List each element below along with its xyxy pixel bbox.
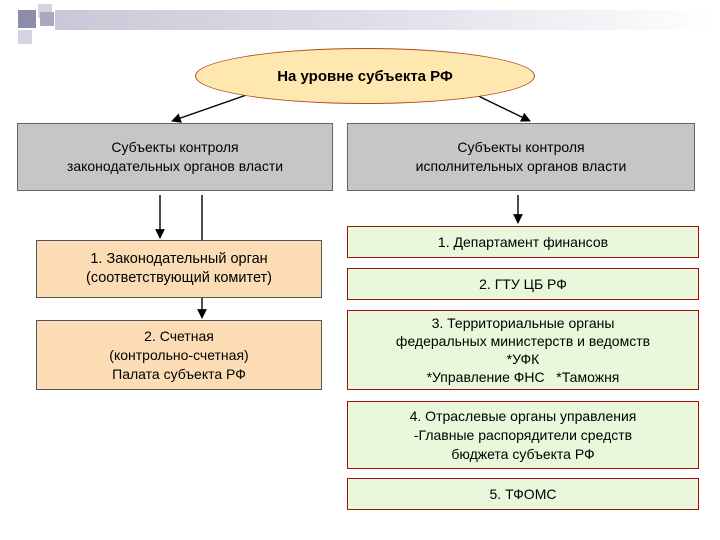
decor-top-bar <box>55 10 715 30</box>
legislative-item-line: (контрольно-счетная) <box>109 346 249 363</box>
executive-item-line: 3. Территориальные органы <box>431 315 615 331</box>
executive-item-line: *Управление ФНС *Таможня <box>426 369 620 385</box>
executive-item-5: 5. ТФОМС <box>347 478 699 510</box>
executive-item-4: 4. Отраслевые органы управления -Главные… <box>347 401 699 469</box>
legislative-title-box: Субъекты контроля законодательных органо… <box>17 123 333 191</box>
executive-title-line: исполнительных органов власти <box>415 158 627 174</box>
decor-square <box>18 30 32 44</box>
legislative-item-line: Палата субъекта РФ <box>112 365 246 382</box>
executive-item-line: *УФК <box>506 351 540 367</box>
legislative-item-line: 2. Счетная <box>144 327 214 344</box>
arrow-to-legislative <box>171 91 256 123</box>
legislative-title-line: Субъекты контроля <box>111 139 239 155</box>
executive-item-3: 3. Территориальные органы федеральных ми… <box>347 310 699 390</box>
decor-square <box>18 10 36 28</box>
header-label: На уровне субъекта РФ <box>277 67 453 85</box>
header-ellipse: На уровне субъекта РФ <box>195 48 535 104</box>
legislative-item-line: (соответствующий комитет) <box>85 270 273 286</box>
executive-item-line: 4. Отраслевые органы управления <box>409 407 637 424</box>
executive-item-line: 5. ТФОМС <box>489 485 557 502</box>
legislative-item-2: 2. Счетная (контрольно-счетная) Палата с… <box>36 320 322 390</box>
legislative-item-1: 1. Законодательный орган (соответствующи… <box>36 240 322 298</box>
executive-item-1: 1. Департамент финансов <box>347 226 699 258</box>
executive-item-line: федеральных министерств и ведомств <box>395 333 651 349</box>
executive-item-line: бюджета субъекта РФ <box>451 445 595 462</box>
executive-item-line: 2. ГТУ ЦБ РФ <box>479 275 567 292</box>
executive-title-line: Субъекты контроля <box>457 139 585 155</box>
executive-item-2: 2. ГТУ ЦБ РФ <box>347 268 699 300</box>
executive-title-box: Субъекты контроля исполнительных органов… <box>347 123 695 191</box>
executive-item-line: 1. Департамент финансов <box>437 233 609 250</box>
legislative-item-line: 1. Законодательный орган <box>90 251 268 267</box>
arrow-to-executive <box>469 91 531 122</box>
decor-square <box>40 12 54 26</box>
legislative-title-line: законодательных органов власти <box>66 158 284 174</box>
executive-item-line: -Главные распорядители средств <box>413 426 633 443</box>
